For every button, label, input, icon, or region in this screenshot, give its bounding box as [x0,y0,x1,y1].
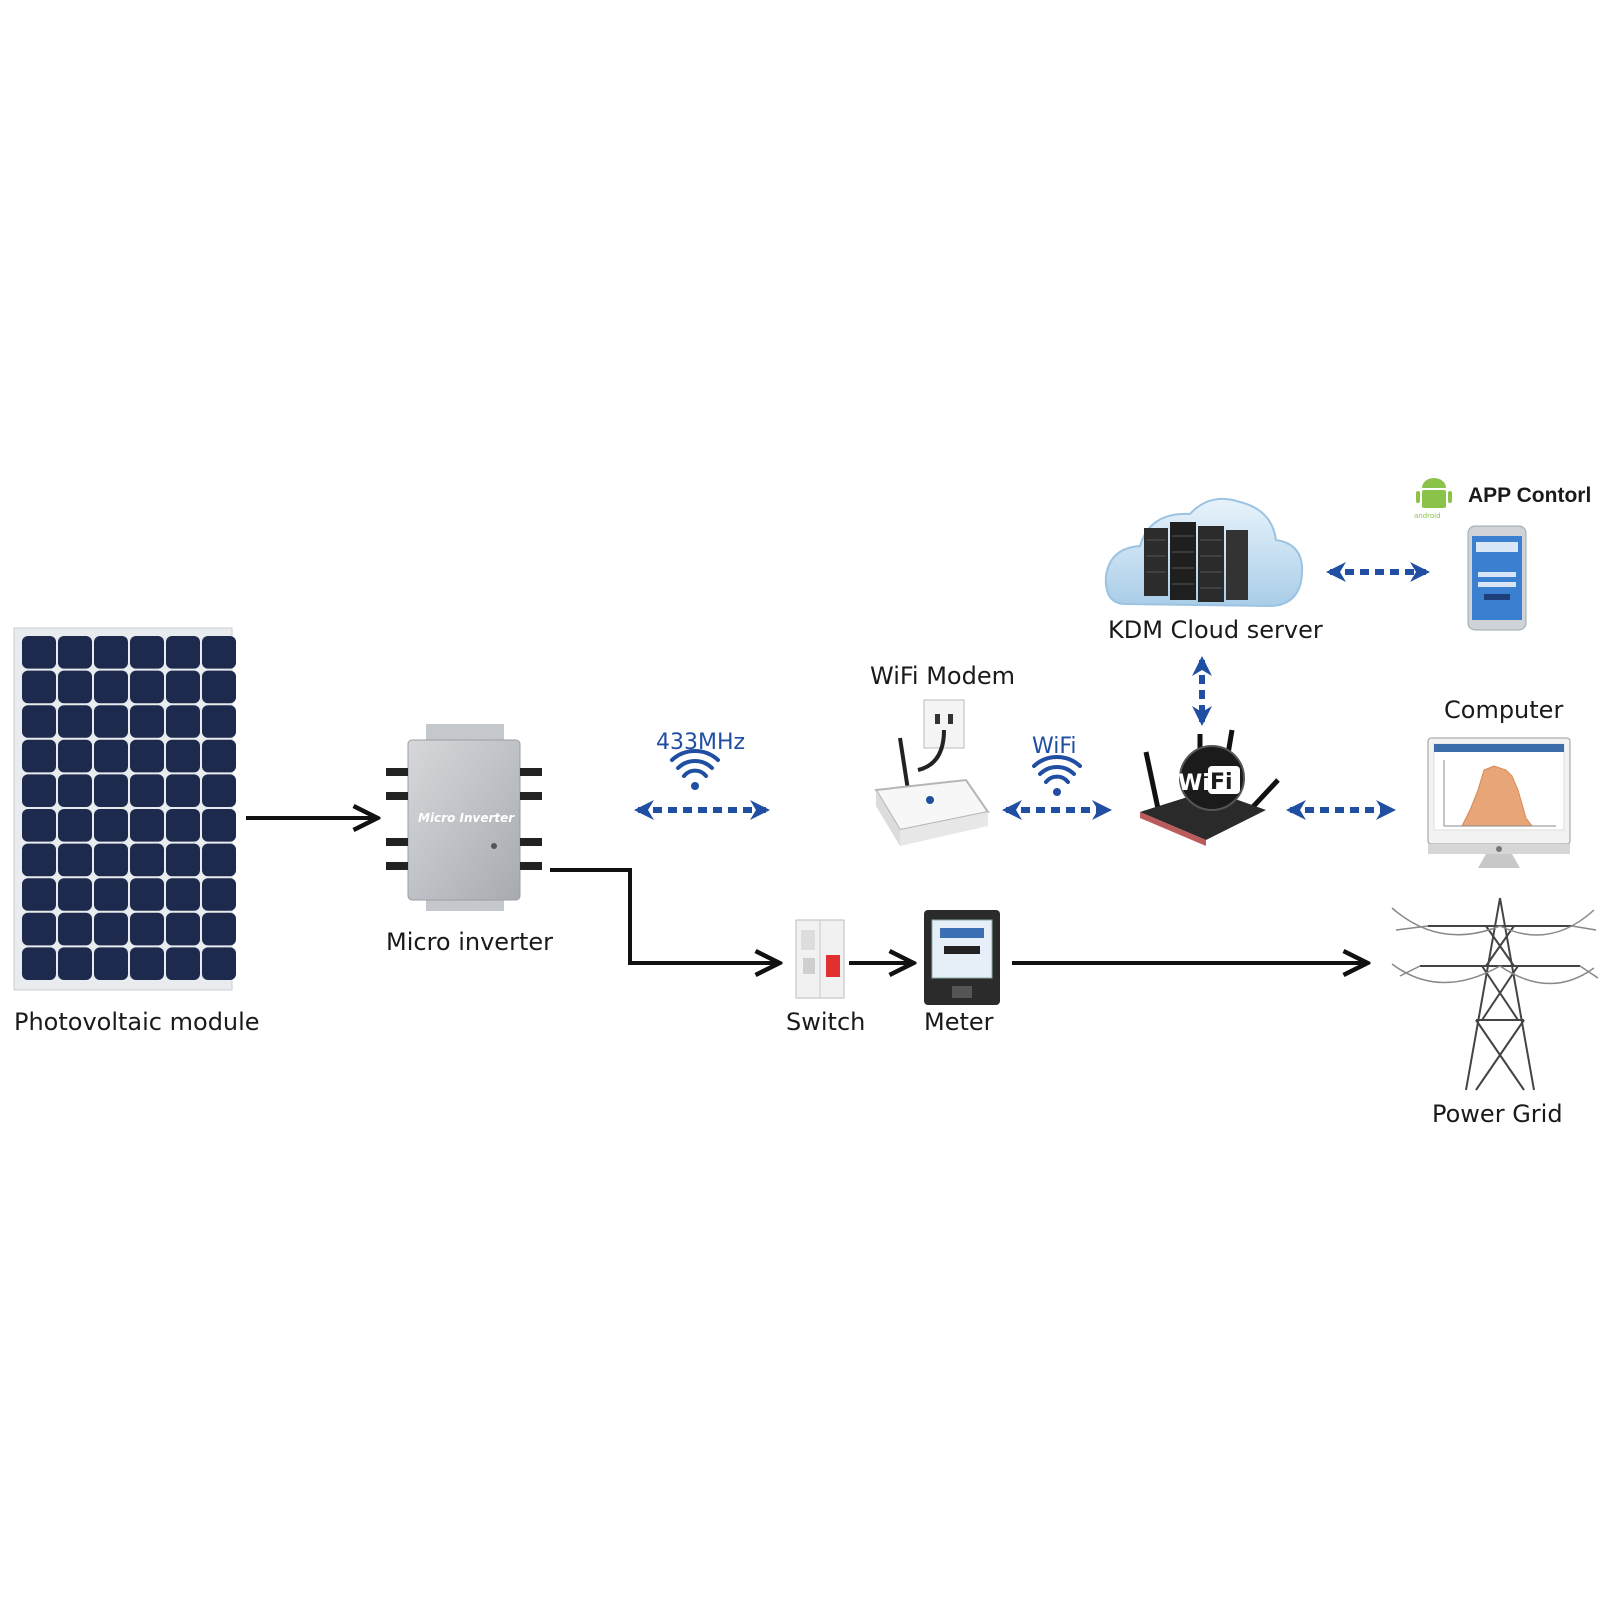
pv-cell [130,878,164,911]
label-power-grid: Power Grid [1432,1100,1563,1128]
pv-cell [94,947,128,980]
wireless-signal-icon [670,749,720,790]
pv-cell [94,912,128,946]
pv-cell [166,947,200,980]
pv-cell [130,947,164,980]
pv-cell [22,670,56,704]
pv-cell [22,636,56,669]
wifi-signal-icon [1032,755,1082,796]
pv-cell [22,739,56,773]
data-flow-arrows [634,562,1430,820]
pv-cell [22,947,56,980]
pv-cell [58,947,92,980]
pv-cell [58,878,92,911]
pv-cell [22,912,56,946]
label-wifi-modem: WiFi Modem [870,662,1015,690]
pv-cell [130,670,164,704]
circuit-breaker-icon [795,919,845,999]
pv-cell [22,843,56,877]
pv-cell [58,670,92,704]
pv-cell [94,809,128,842]
micro-inverter-icon: Micro Inverter [386,724,542,911]
pv-cell [58,739,92,773]
pv-cell [22,809,56,842]
pv-cell [130,705,164,738]
pv-cell [130,774,164,807]
pv-cell [202,947,236,980]
wifi-router-icon: Wi Fi [1140,729,1280,846]
pv-cell [130,912,164,946]
pv-cell [94,636,128,669]
pv-cell [58,843,92,877]
pv-cell [166,878,200,911]
pv-cell [58,912,92,946]
pv-cell [202,705,236,738]
pv-cell [130,809,164,842]
label-wifi-link: WiFi [1032,734,1077,759]
router-logo-fi: Fi [1210,770,1233,795]
pv-cell [202,636,236,669]
pv-cell [94,774,128,807]
pv-cell [22,878,56,911]
pv-cell [166,670,200,704]
label-app-control: APP Contorl [1468,484,1592,507]
label-micro-inverter: Micro inverter [386,928,553,956]
pv-cell [130,843,164,877]
power-tower-icon [1391,897,1599,1091]
pv-cell [202,912,236,946]
pv-cell [130,739,164,773]
label-cloud-server: KDM Cloud server [1108,616,1323,644]
pv-cell [166,705,200,738]
pv-cell [94,878,128,911]
pv-cell [22,705,56,738]
pv-cell [166,636,200,669]
pv-cell [58,774,92,807]
electric-meter-icon [924,910,1000,1005]
cloud-server-icon [1104,498,1304,608]
pv-cell [202,809,236,842]
pv-cell [166,739,200,773]
arrow-inverter-to-switch [550,868,778,963]
pv-cell [166,843,200,877]
pv-cell [166,774,200,807]
pv-cell [202,843,236,877]
label-433mhz: 433MHz [656,730,746,755]
router-logo-wi: Wi [1178,771,1210,796]
wifi-modem-icon [874,699,990,846]
pv-cell [202,739,236,773]
power-flow-arrows [246,818,1366,963]
pv-cell [202,670,236,704]
pv-cell [58,636,92,669]
pv-cell [94,739,128,773]
pv-cell [22,774,56,807]
pv-cell [202,878,236,911]
inverter-brand-text: Micro Inverter [418,811,515,825]
pv-cell [202,774,236,807]
label-switch: Switch [786,1008,866,1036]
pv-cell [94,670,128,704]
pv-cell [58,809,92,842]
pv-cell [94,843,128,877]
pv-cell [166,809,200,842]
pv-cell [58,705,92,738]
label-meter: Meter [924,1008,994,1036]
pv-cell [94,705,128,738]
pv-cell [166,912,200,946]
label-photovoltaic-module: Photovoltaic module [14,1008,260,1036]
pv-cell [130,636,164,669]
solar-panel-icon [13,627,236,991]
android-icon: android [1414,478,1452,520]
label-computer: Computer [1444,696,1564,724]
android-brand-text: android [1414,512,1441,520]
computer-monitor-icon [1427,737,1571,868]
smartphone-icon [1467,525,1527,631]
